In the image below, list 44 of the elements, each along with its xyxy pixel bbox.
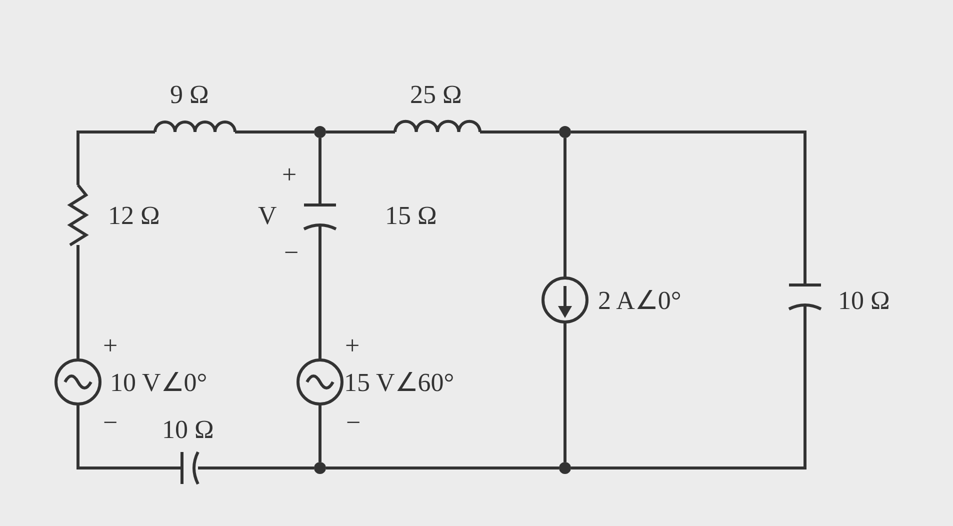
impedance-label: 9 Ω <box>170 82 209 108</box>
inductor-symbol <box>394 120 482 134</box>
wire <box>318 404 322 462</box>
capacitor-symbol <box>180 451 200 485</box>
capacitor-symbol <box>788 284 822 310</box>
impedance-label: 15 Ω <box>385 203 437 229</box>
wire <box>76 245 80 360</box>
voltage-label: 15 V∠60° <box>344 370 454 396</box>
impedance-label: 25 Ω <box>410 82 462 108</box>
wire <box>235 130 314 134</box>
wire <box>76 130 155 185</box>
junction-dot <box>559 462 571 474</box>
voltage-label: 10 V∠0° <box>110 370 208 396</box>
polarity-sign: − <box>103 410 118 436</box>
junction-dot <box>559 126 571 138</box>
current-label: 2 A∠0° <box>598 288 682 314</box>
capacitor-symbol <box>303 204 337 230</box>
impedance-label: 12 Ω <box>108 203 160 229</box>
ac-source-symbol <box>54 358 102 406</box>
polarity-sign: + <box>345 333 360 359</box>
wire <box>480 130 559 134</box>
wire <box>571 130 806 285</box>
impedance-label: 10 Ω <box>162 417 214 443</box>
wire <box>198 466 314 470</box>
impedance-label: 10 Ω <box>838 288 890 314</box>
current-source-symbol <box>542 276 588 324</box>
wire <box>76 404 182 470</box>
wire <box>571 305 806 470</box>
polarity-sign: − <box>346 410 361 436</box>
wire <box>326 130 395 134</box>
wire <box>564 138 566 278</box>
junction-dot <box>314 462 326 474</box>
voltage-label: V <box>258 203 277 229</box>
resistor-symbol <box>67 184 89 246</box>
wire <box>326 466 559 470</box>
wire <box>318 225 322 360</box>
polarity-sign: + <box>282 162 297 188</box>
polarity-sign: + <box>103 333 118 359</box>
wire <box>564 322 566 462</box>
ac-source-symbol <box>296 358 344 406</box>
polarity-sign: − <box>284 240 299 266</box>
wire <box>318 138 322 205</box>
inductor-symbol <box>154 120 236 134</box>
junction-dot <box>314 126 326 138</box>
